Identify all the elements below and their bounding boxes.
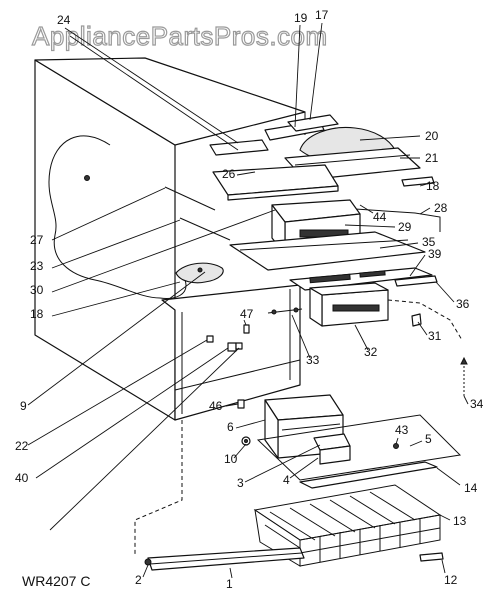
callout-3: 3 — [237, 476, 244, 490]
part-12-clip — [419, 552, 444, 562]
shelf-rail-22 — [179, 217, 231, 241]
callout-23: 24 — [57, 13, 71, 27]
dashed-guide-left — [134, 420, 183, 555]
callout-4: 5 — [425, 432, 432, 446]
part-6-box — [264, 394, 344, 459]
callout-20: 20 — [425, 129, 439, 143]
callout-39: 43 — [395, 423, 409, 437]
callout-2: 2 — [135, 573, 142, 587]
part-46 — [237, 399, 245, 409]
part-38-control-strip — [289, 267, 433, 291]
leader-lines — [27, 22, 469, 579]
callout-32: 32 — [364, 345, 378, 359]
callout-35: 35 — [422, 235, 436, 249]
cabinet — [34, 57, 306, 421]
part-32-drawer — [309, 282, 389, 327]
callout-34: 34 — [470, 397, 484, 411]
liner-screw — [84, 175, 90, 181]
callout-38: 39 — [428, 247, 442, 261]
callout-31: 31 — [428, 329, 442, 343]
liner-outline — [48, 135, 187, 299]
callout-13: 13 — [453, 514, 467, 528]
part-18-trim-upper — [401, 176, 435, 187]
callout-5: 4 — [283, 473, 290, 487]
part-5-pan — [313, 433, 351, 465]
part-27-rail — [339, 207, 441, 232]
callout-30: 30 — [30, 283, 44, 297]
part-44 — [227, 342, 237, 352]
callout-28: 22 — [15, 439, 29, 453]
callout-46: 46 — [209, 399, 223, 413]
part-43 — [235, 342, 243, 350]
callout-1: 1 — [226, 577, 233, 591]
callout-19: 19 — [294, 11, 308, 25]
callout-40: 44 — [373, 210, 387, 224]
watermark-text: AppliancePartsPros.com — [32, 21, 328, 51]
callout-27: 28 — [434, 201, 448, 215]
callout-18-lower: 18 — [30, 307, 44, 321]
callout-14: 14 — [464, 481, 478, 495]
part-35-shelf — [229, 231, 426, 271]
part-33-bracket — [267, 307, 303, 315]
callout-6: 6 — [227, 420, 234, 434]
part-14-rail — [299, 461, 438, 489]
part-34-spring — [460, 356, 468, 396]
callout-24: 26 — [222, 167, 236, 181]
callout-17: 17 — [315, 8, 329, 22]
callout-9: 9 — [20, 399, 27, 413]
shelf-rail-26 — [164, 186, 216, 211]
model-number: WR4207 C — [22, 573, 90, 589]
callout-47: 47 — [240, 307, 254, 321]
dashed-guide-right — [387, 299, 463, 341]
part-4-plate — [256, 414, 462, 481]
part-36-trim — [394, 275, 438, 287]
callout-22: 23 — [30, 259, 44, 273]
part-39-screw — [393, 443, 399, 449]
callout-18-upper: 18 — [426, 179, 440, 193]
callout-36: 36 — [456, 297, 470, 311]
part-2-screw — [144, 558, 152, 566]
callout-labels: 24 19 17 20 21 26 18 28 44 29 27 35 39 2… — [15, 8, 484, 591]
callout-44: 40 — [15, 471, 29, 485]
callout-33: 33 — [306, 353, 320, 367]
part-23-strip — [209, 139, 269, 156]
part-47 — [243, 324, 250, 334]
callout-10: 10 — [224, 452, 238, 466]
part-9-housing — [175, 262, 224, 284]
callout-21: 21 — [425, 151, 439, 165]
part-28 — [206, 335, 214, 343]
callout-29: 29 — [398, 220, 412, 234]
callout-12: 12 — [444, 573, 458, 587]
part-17-frame — [287, 114, 339, 132]
callout-26: 27 — [30, 233, 44, 247]
